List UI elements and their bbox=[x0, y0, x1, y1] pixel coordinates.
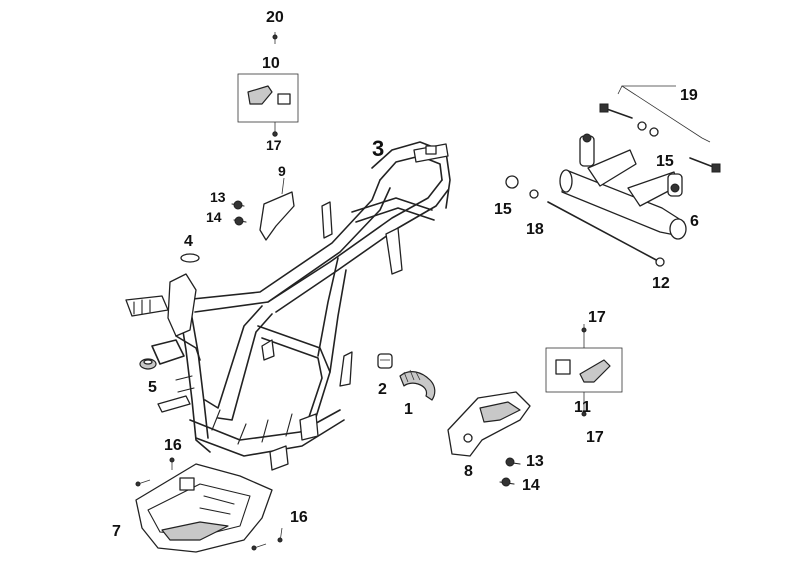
plug-4-icon bbox=[180, 253, 200, 263]
callout-2: 2 bbox=[378, 381, 387, 398]
callout-15a: 15 bbox=[656, 153, 674, 170]
callout-6: 6 bbox=[690, 213, 699, 230]
screw-17-icon bbox=[272, 131, 278, 137]
bracket-9-icon bbox=[259, 191, 295, 241]
callout-14b: 14 bbox=[522, 477, 540, 494]
callout-19: 19 bbox=[680, 87, 698, 104]
footrest-8-icon bbox=[447, 391, 531, 457]
callout-17b: 17 bbox=[588, 309, 606, 326]
nut-5-icon bbox=[139, 358, 157, 370]
callout-13a: 13 bbox=[210, 189, 226, 205]
callout-8: 8 bbox=[464, 463, 473, 480]
callout-17a: 17 bbox=[266, 137, 282, 153]
bolt-13b-icon bbox=[505, 457, 521, 467]
callout-12: 12 bbox=[652, 275, 670, 292]
callout-18: 18 bbox=[526, 221, 544, 238]
engine-hanger-6-icon bbox=[559, 133, 687, 240]
washer-18-icon bbox=[529, 189, 539, 199]
bracket-10-icon bbox=[247, 85, 291, 105]
bracket-11-icon bbox=[555, 359, 611, 383]
callout-13b: 13 bbox=[526, 453, 544, 470]
bolt-14-icon bbox=[233, 216, 247, 226]
callout-5: 5 bbox=[148, 379, 157, 396]
part-10-box bbox=[237, 73, 299, 123]
washer-15-icon bbox=[637, 121, 647, 131]
callout-1: 1 bbox=[404, 401, 413, 418]
nut-15-icon bbox=[505, 175, 519, 189]
bolt-14b-icon bbox=[499, 477, 515, 487]
under-cover-7-icon bbox=[135, 463, 273, 553]
hose-boot-1-icon bbox=[399, 369, 436, 401]
callout-16b: 16 bbox=[290, 509, 308, 526]
callout-16a: 16 bbox=[164, 437, 182, 454]
callout-15b: 15 bbox=[494, 201, 512, 218]
callout-11: 11 bbox=[574, 399, 591, 416]
screw-16-icon bbox=[135, 479, 151, 487]
main-frame bbox=[125, 141, 451, 471]
callout-10: 10 bbox=[262, 55, 280, 72]
callout-14a: 14 bbox=[206, 209, 222, 225]
callout-20: 20 bbox=[266, 9, 284, 26]
long-bolt-12-icon bbox=[547, 201, 665, 267]
bolt-13-icon bbox=[231, 200, 245, 210]
callout-9: 9 bbox=[278, 163, 286, 179]
bolt-19-icon bbox=[599, 103, 721, 173]
clip-2-icon bbox=[377, 353, 393, 369]
callout-7: 7 bbox=[112, 523, 121, 540]
callout-4: 4 bbox=[184, 233, 193, 250]
screw-16b-icon bbox=[251, 543, 267, 551]
callout-3: 3 bbox=[372, 136, 384, 161]
bolt-20-icon bbox=[272, 34, 278, 40]
callout-17c: 17 bbox=[586, 429, 604, 446]
